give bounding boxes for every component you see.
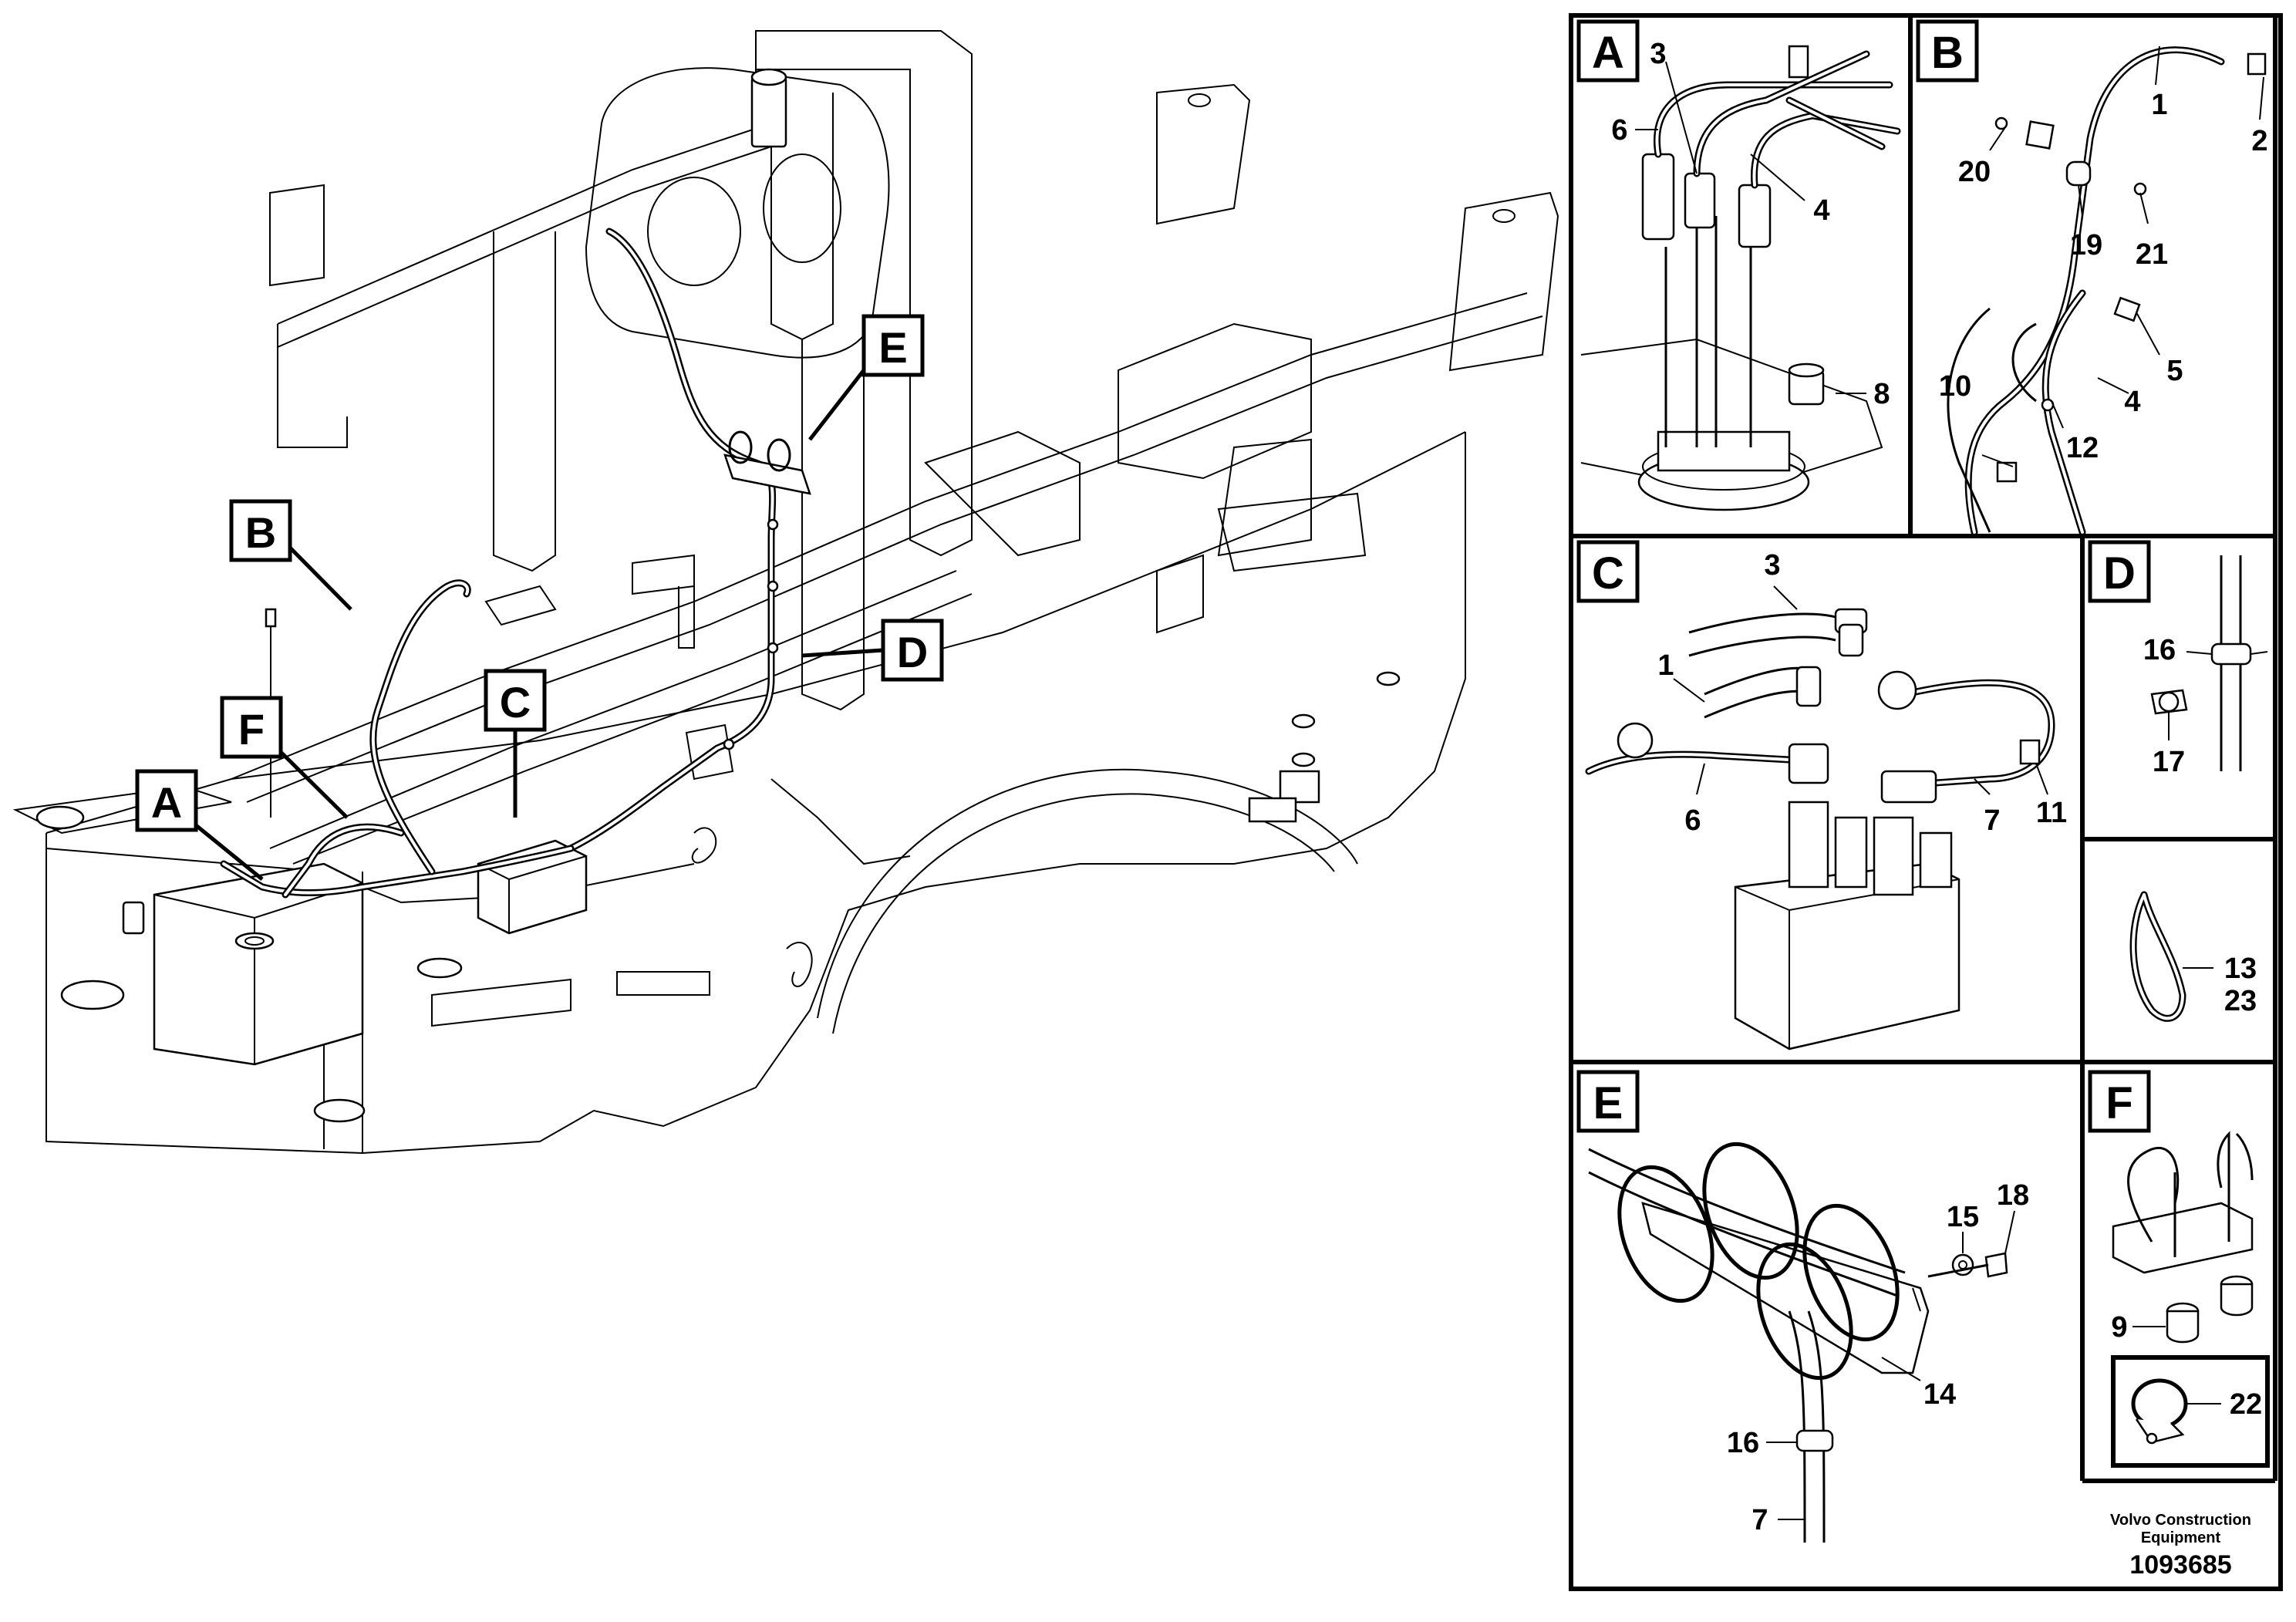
panel-C-label-6: 6 — [1684, 804, 1701, 837]
panel-A-label-6: 6 — [1611, 114, 1627, 147]
panel-D-label-17: 17 — [2153, 746, 2185, 778]
detail-panel-A: A 3 6 4 8 — [1576, 19, 1901, 511]
machine-frame-drawing — [12, 30, 1559, 1155]
panel-B-label-2: 2 — [2251, 125, 2267, 157]
drawing-number: 1093685 — [2129, 1550, 2232, 1580]
panel-B-label-4: 4 — [2124, 386, 2140, 418]
panel-tie-label-13: 13 — [2224, 953, 2257, 985]
panel-B-label-19: 19 — [2070, 229, 2102, 261]
panel-B-label-12: 12 — [2066, 432, 2099, 464]
panel-A-letter: A — [1592, 28, 1624, 78]
panel-tie-label-23: 23 — [2224, 985, 2257, 1017]
detail-panel-B: B 1 2 20 19 21 5 10 4 12 — [1916, 19, 2268, 536]
panel-E-label-7: 7 — [1752, 1504, 1768, 1536]
callout-C[interactable]: C — [484, 669, 547, 818]
panel-E-label-15: 15 — [1947, 1201, 1979, 1233]
panel-F-letter: F — [2106, 1078, 2132, 1128]
panel-F-label-22: 22 — [2230, 1388, 2262, 1421]
callout-E-label: E — [878, 323, 907, 372]
callout-B[interactable]: B — [229, 499, 352, 611]
callout-B-label: B — [245, 508, 276, 557]
panel-B-letter: B — [1931, 28, 1964, 78]
panel-B-label-10: 10 — [1939, 370, 1971, 403]
callout-D[interactable]: D — [801, 619, 944, 682]
callout-A[interactable]: A — [135, 769, 264, 881]
panel-A-label-8: 8 — [1873, 378, 1890, 410]
panel-C-letter: C — [1592, 548, 1624, 599]
callout-D-label: D — [897, 628, 928, 676]
detail-panel-cable-tie: 13 23 — [2129, 891, 2257, 1022]
detail-panels-frame — [1569, 13, 2283, 1591]
company-name-line1: Volvo Construction — [2110, 1512, 2251, 1529]
detail-panel-D: D 16 17 — [2088, 540, 2268, 778]
panel-C-label-7: 7 — [1984, 804, 2000, 837]
company-name-line2: Equipment — [2140, 1529, 2221, 1546]
panel-B-label-1: 1 — [2151, 89, 2167, 121]
panel-E-label-18: 18 — [1997, 1179, 2029, 1212]
panel-C-label-3: 3 — [1764, 549, 1780, 582]
panel-E-label-16: 16 — [1727, 1427, 1759, 1459]
panel-F-label-9: 9 — [2111, 1311, 2127, 1344]
callout-F-label: F — [238, 705, 265, 754]
panel-C-label-1: 1 — [1657, 649, 1674, 682]
panel-A-label-3: 3 — [1650, 38, 1666, 70]
panel-B-label-21: 21 — [2136, 238, 2168, 271]
panel-B-label-20: 20 — [1958, 156, 1991, 188]
callout-A-label: A — [151, 778, 182, 827]
callout-C-label: C — [500, 678, 531, 727]
panel-E-letter: E — [1593, 1078, 1623, 1128]
detail-panel-C: C 3 1 6 7 11 — [1576, 540, 2067, 1050]
detail-panel-E: E 15 18 14 16 7 — [1576, 1070, 2029, 1543]
panel-C-label-11: 11 — [2036, 797, 2067, 829]
detail-panel-F: F 9 22 — [2088, 1070, 2270, 1468]
footer-company: Volvo Construction Equipment 1093685 — [2086, 1512, 2275, 1580]
callout-E[interactable]: E — [808, 314, 925, 441]
panel-E-label-14: 14 — [1923, 1378, 1956, 1411]
panel-D-label-16: 16 — [2143, 634, 2176, 666]
panel-D-letter: D — [2103, 548, 2136, 599]
panel-B-label-5: 5 — [2166, 355, 2183, 387]
panel-A-label-4: 4 — [1813, 194, 1829, 227]
callout-F[interactable]: F — [220, 696, 349, 819]
